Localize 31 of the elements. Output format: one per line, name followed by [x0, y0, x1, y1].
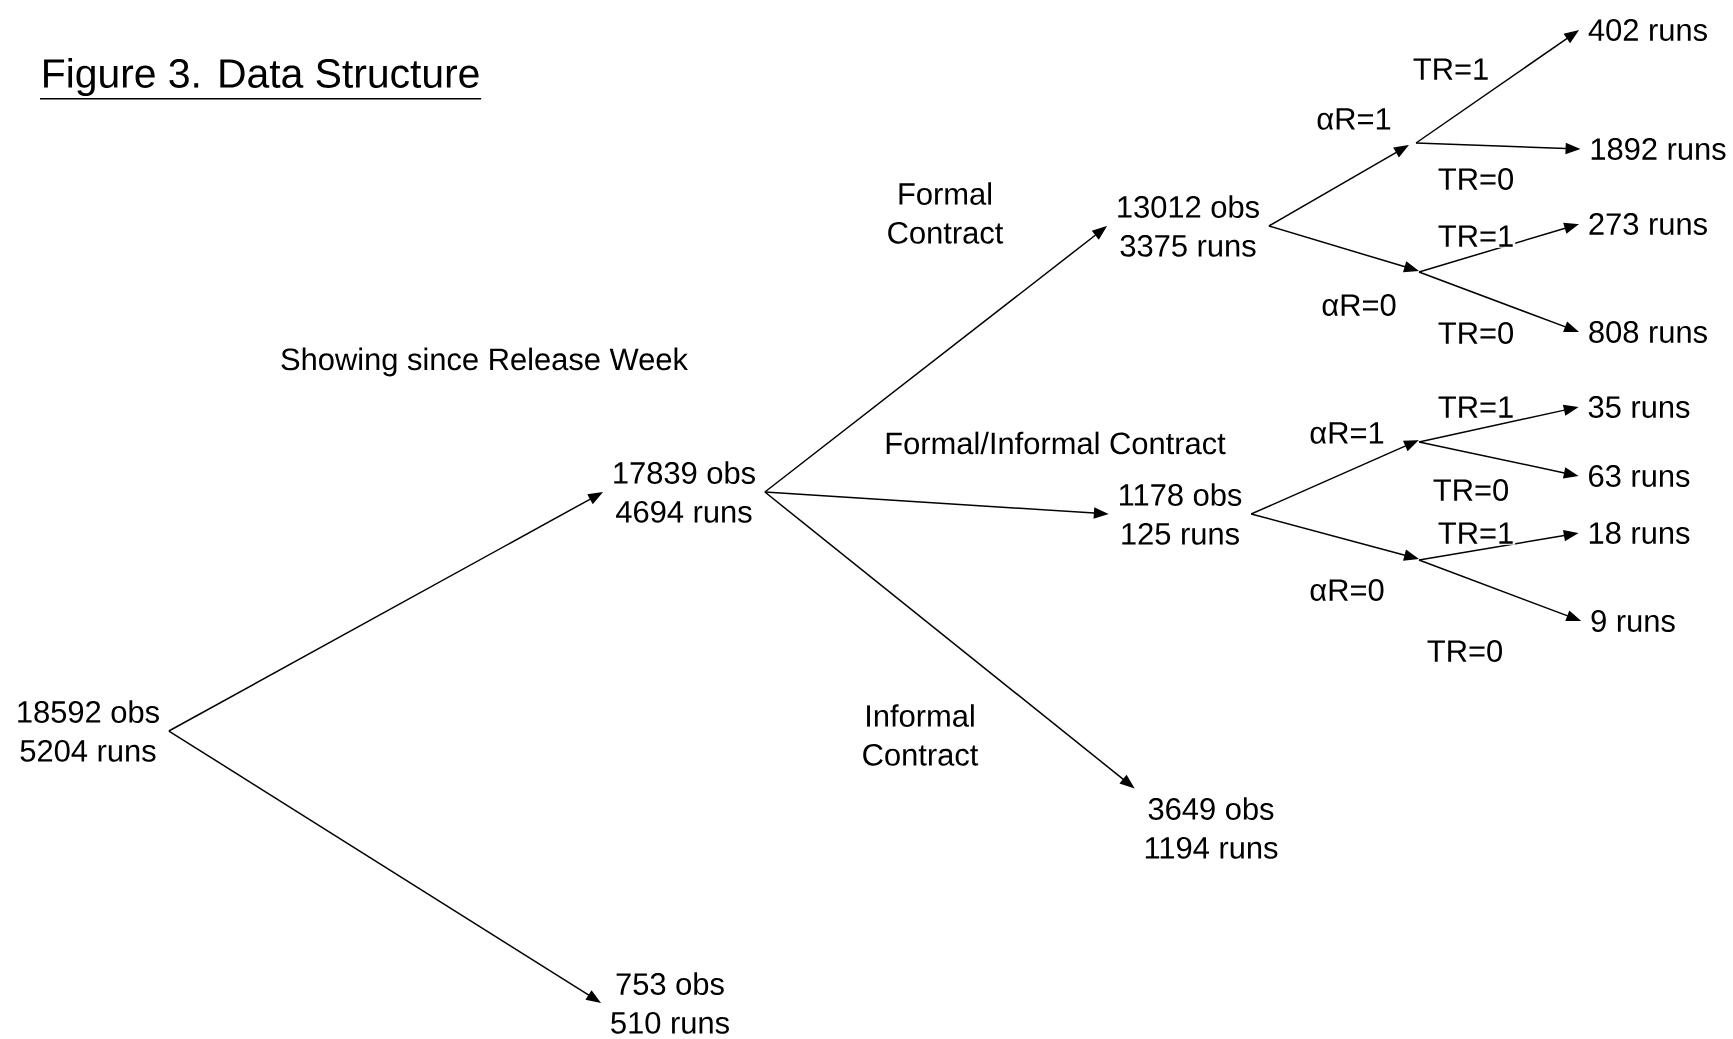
count-label: 273 runs	[1589, 213, 1707, 235]
edge-label: Informal Contract	[841, 703, 999, 767]
edge-label: TR=1	[1436, 521, 1516, 545]
edge-label: αR=0	[1308, 578, 1386, 602]
note-text: Showing since Release Week	[281, 347, 688, 377]
count-text: 1178 obs 125 runs	[1120, 483, 1242, 545]
edge-label: TR=1	[1411, 57, 1491, 81]
count-text: 13012 obs 3375 runs	[1118, 195, 1259, 257]
count-text: 17839 obs 4694 runs	[614, 461, 755, 523]
edge-label: TR=0	[1436, 321, 1516, 345]
count-text: 753 obs 510 runs	[611, 972, 729, 1034]
edge-label: TR=1	[1436, 395, 1516, 419]
edge-label: Formal Contract	[866, 181, 1024, 245]
edge-label: TR=0	[1436, 167, 1516, 191]
count-label: 9 runs	[1591, 610, 1675, 632]
count-label: 35 runs	[1588, 396, 1690, 418]
figure-title: Figure 3. Data Structure	[39, 57, 482, 100]
count-label: 18 runs	[1589, 522, 1690, 544]
edge-label: αR=1	[1308, 421, 1386, 445]
edge-label: TR=1	[1436, 224, 1516, 248]
edge-label: TR=0	[1425, 639, 1505, 663]
edge-label: αR=0	[1320, 293, 1398, 317]
count-label: 63 runs	[1589, 465, 1690, 487]
edge-label: TR=0	[1431, 478, 1511, 502]
count-label: 402 runs	[1588, 19, 1707, 41]
count-text: 3649 obs 1194 runs	[1145, 797, 1278, 859]
edge-label: Formal/Informal Contract	[883, 430, 1227, 456]
edge-label: αR=1	[1315, 107, 1393, 131]
count-label: 1892 runs	[1591, 138, 1726, 160]
count-text: 18592 obs 5204 runs	[18, 700, 159, 762]
count-label: 808 runs	[1589, 321, 1707, 343]
